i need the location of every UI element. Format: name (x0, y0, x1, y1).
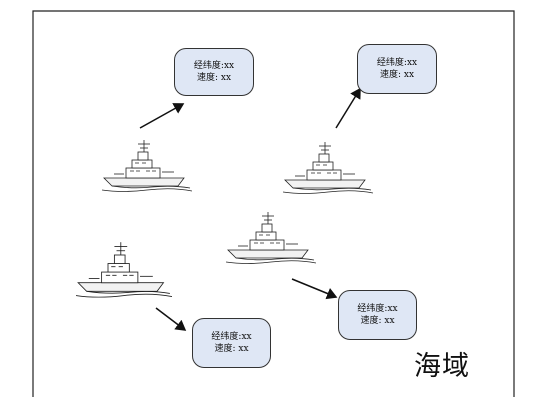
speed-label: 速度: xx (379, 70, 415, 80)
latlon-label: 经纬度:xx (211, 332, 252, 342)
ship-info-box: 经纬度:xx 速度: xx (338, 290, 417, 340)
latlon-label: 经纬度:xx (376, 58, 418, 68)
arrow-icon (335, 87, 361, 129)
latlon-label: 经纬度:xx (193, 61, 235, 71)
speed-label: 速度: xx (196, 73, 232, 83)
ship-info-box: 经纬度:xx 速度: xx (174, 48, 254, 96)
arrow-icon (155, 307, 187, 331)
ship-icon (283, 142, 373, 194)
ship-icon (102, 140, 192, 192)
arrow-icon (291, 278, 338, 300)
ship-info-box: 经纬度:xx 速度: xx (192, 318, 271, 368)
speed-label: 速度: xx (214, 344, 249, 354)
ship-icon (76, 242, 172, 298)
latlon-label: 经纬度:xx (357, 304, 398, 314)
ship-icon (226, 212, 316, 264)
ship-info-box: 经纬度:xx 速度: xx (357, 44, 437, 94)
arrow-icon (139, 103, 185, 129)
speed-label: 速度: xx (360, 316, 395, 326)
sea-region-label: 海域 (414, 351, 470, 382)
